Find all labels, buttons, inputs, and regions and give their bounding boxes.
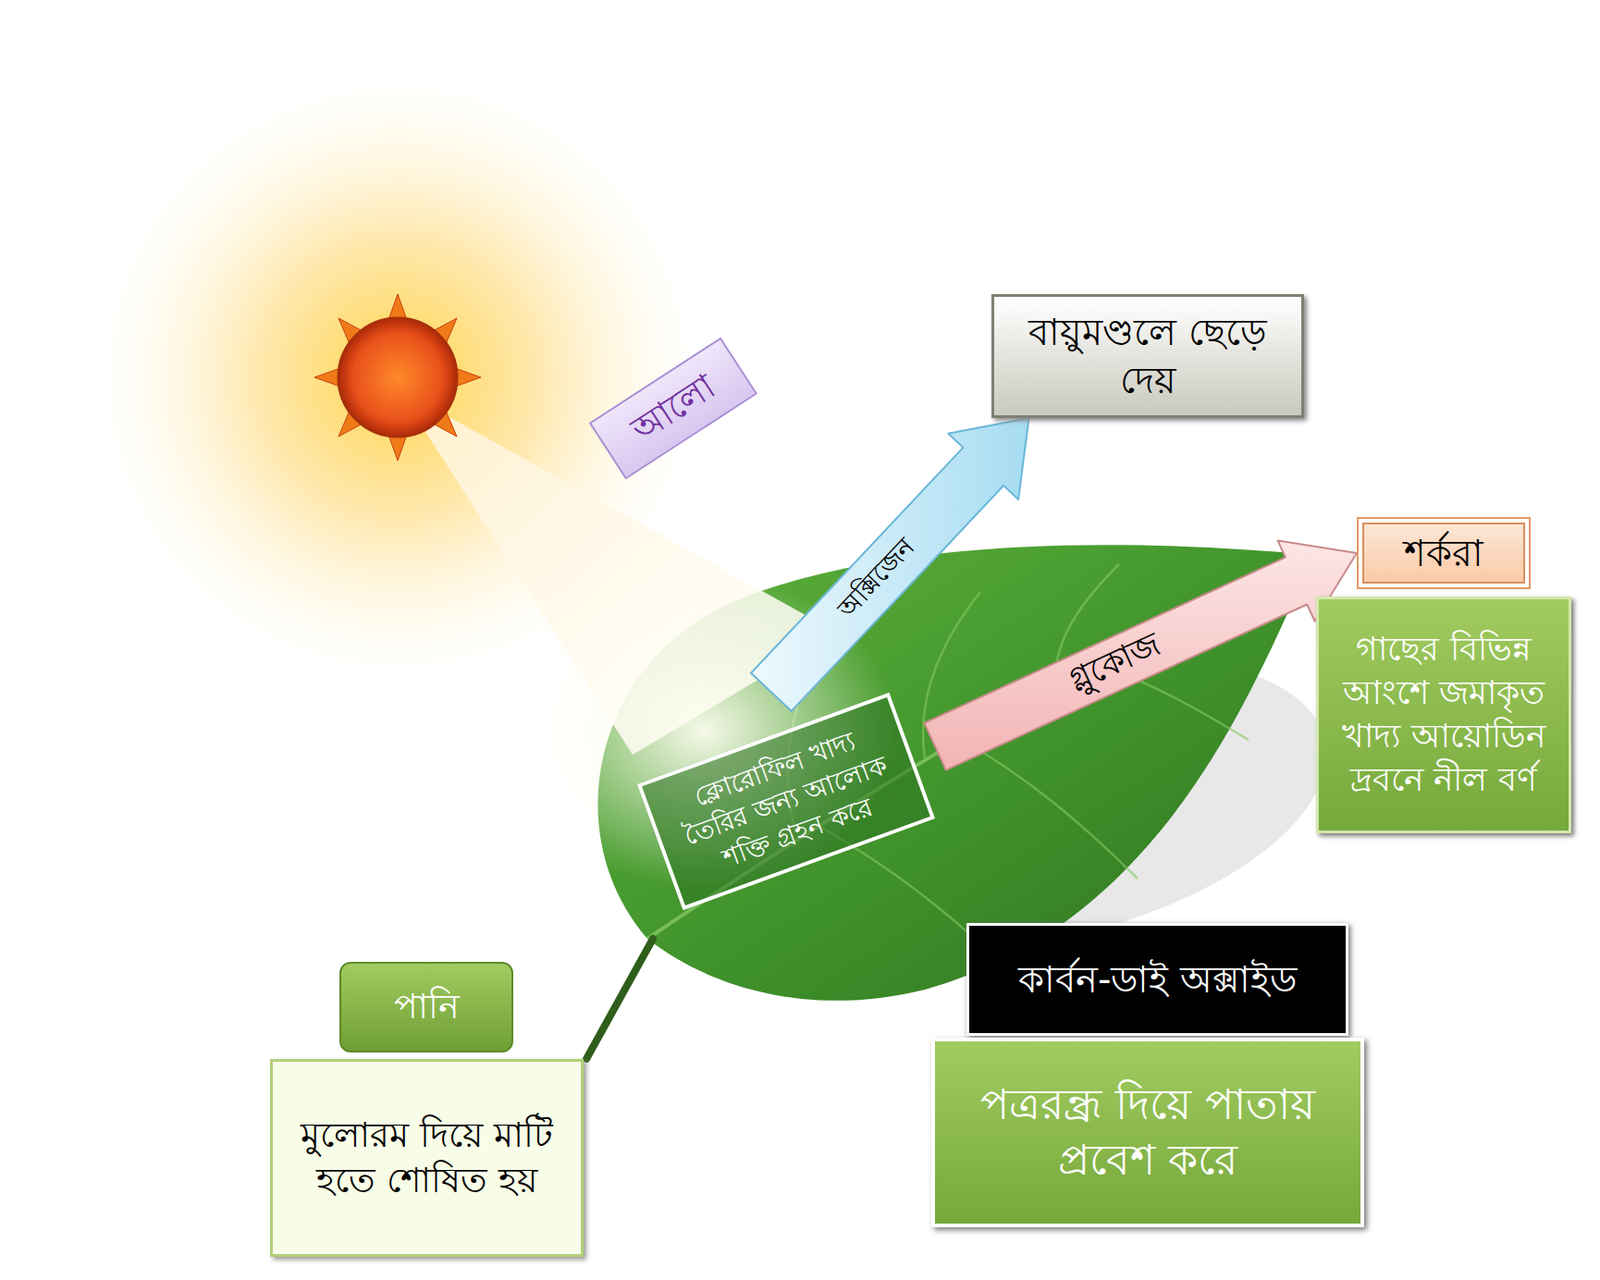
root-hair-box: মুলোরম দিয়ে মাটি হতে শোষিত হয় [270, 1058, 584, 1257]
chlorophyll-box: ক্লোরোফিল খাদ্য তৈরির জন্য আলোক শক্তি গ্… [637, 691, 936, 911]
edge-label: অক্সিজেন [827, 529, 927, 630]
release-box: বায়ুমণ্ডলে ছেড়ে দেয় [991, 294, 1305, 419]
node-text: গাছের বিভিন্ন আংশে জমাকৃত খাদ্য আয়োডিন … [1329, 627, 1558, 801]
node-text: পানি [393, 984, 460, 1030]
co2-tag: কার্বন-ডাই অক্সাইড [966, 923, 1349, 1036]
water-tag: পানি [339, 961, 514, 1053]
sun [338, 318, 457, 437]
node-text: পত্ররন্ধ্র দিয়ে পাতায় প্রবেশ করে [949, 1077, 1346, 1189]
starch-box: গাছের বিভিন্ন আংশে জমাকৃত খাদ্য আয়োডিন … [1316, 596, 1572, 834]
light-tag: আলো [589, 336, 759, 480]
node-text: মুলোরম দিয়ে মাটি হতে শোষিত হয় [285, 1112, 568, 1205]
sun-rays [314, 294, 481, 461]
node-text: শর্করা [1403, 529, 1484, 578]
stomata-box: পত্ররন্ধ্র দিয়ে পাতায় প্রবেশ করে [931, 1037, 1365, 1228]
oxygen-arrow [750, 418, 1030, 712]
sugar-box: শর্করা [1356, 516, 1531, 590]
node-text: আলো [622, 364, 724, 453]
node-text: ক্লোরোফিল খাদ্য তৈরির জন্য আলোক শক্তি গ্… [658, 713, 914, 888]
node-text: বায়ুমণ্ডলে ছেড়ে দেয় [1009, 307, 1287, 405]
node-text: কার্বন-ডাই অক্সাইড [1018, 955, 1297, 1004]
edge-label: গ্লুকোজ [1060, 618, 1172, 710]
glucose-arrow [923, 540, 1357, 770]
leaf-stem [586, 938, 653, 1059]
